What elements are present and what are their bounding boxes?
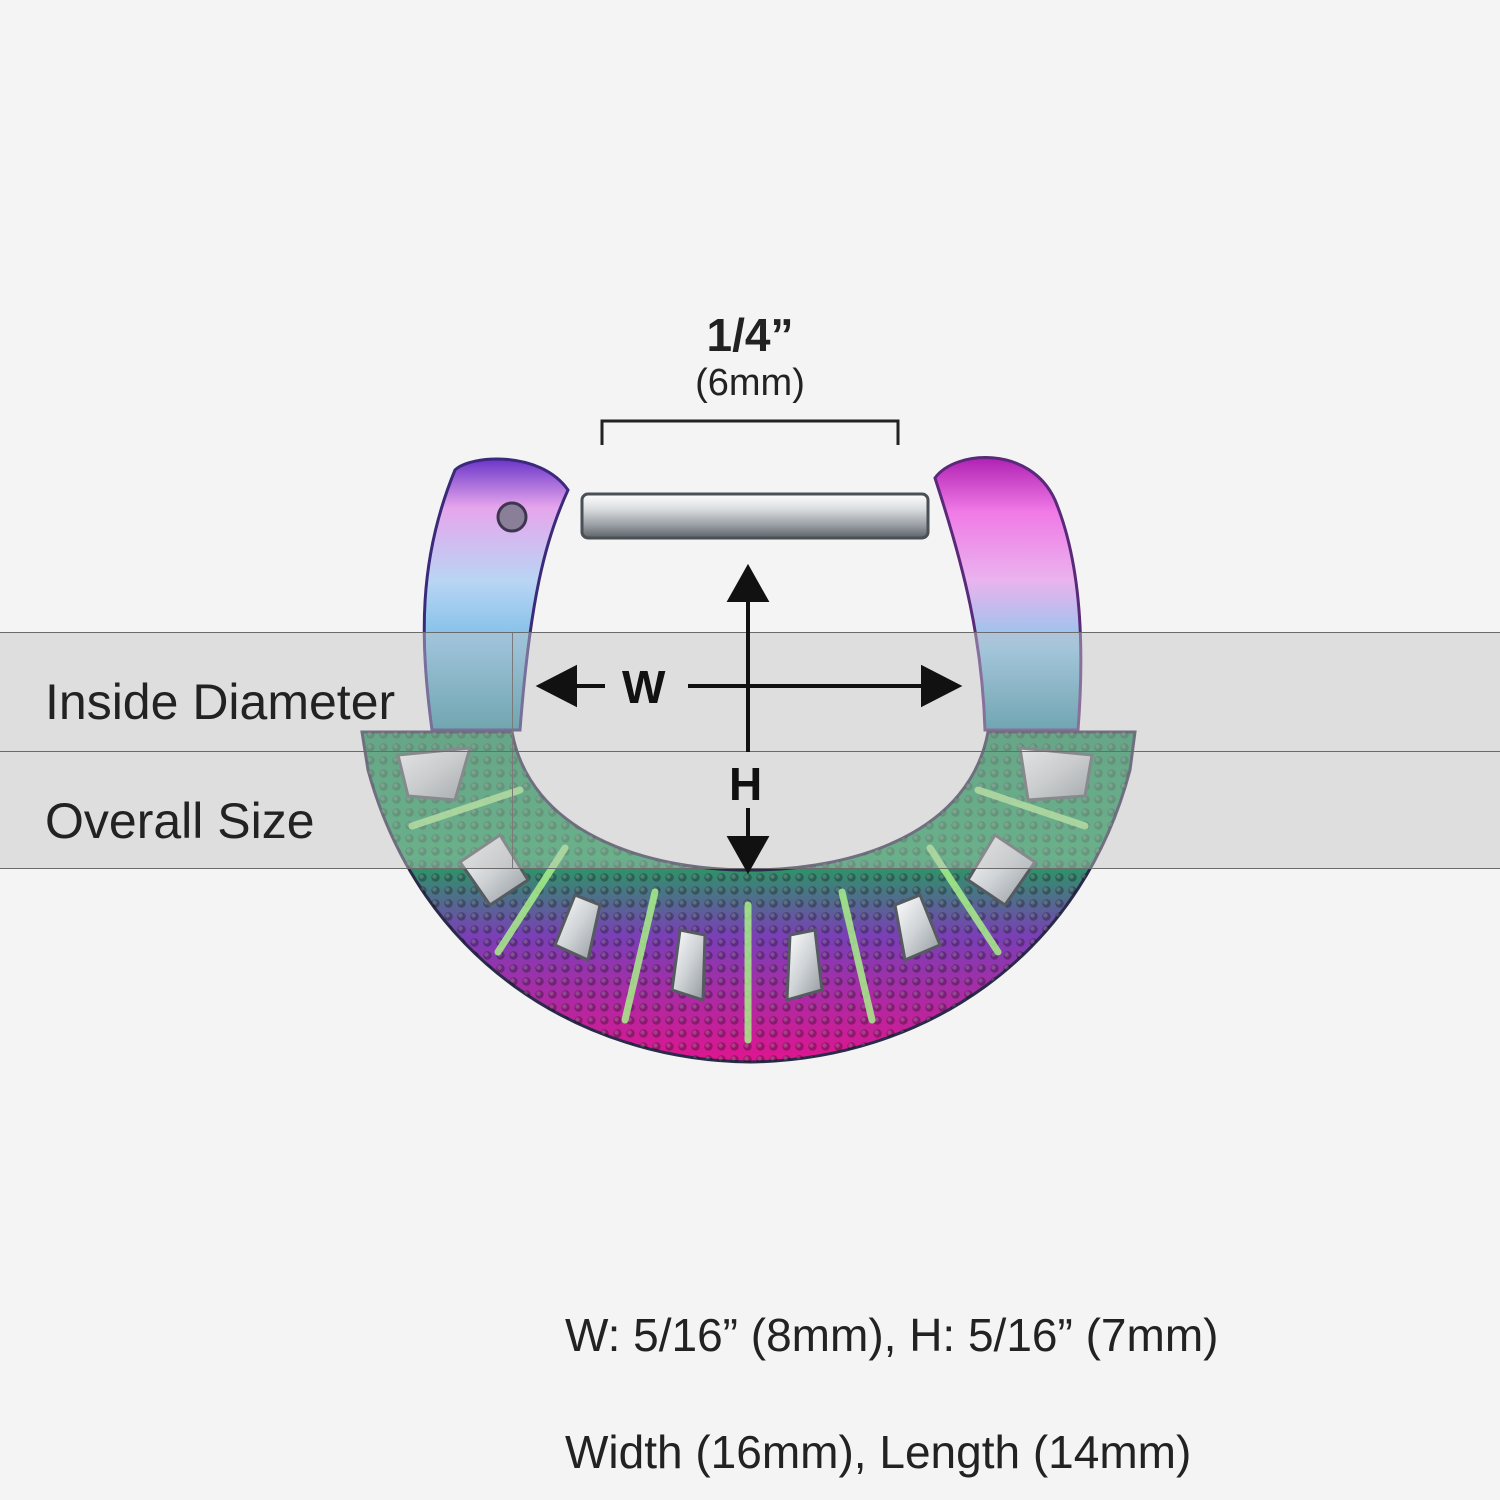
top-dimension-fraction: 1/4” — [706, 309, 794, 361]
fan-ridges — [408, 786, 1089, 1044]
gem — [893, 893, 942, 963]
top-dimension-bracket — [600, 419, 900, 445]
height-axis-label: H — [729, 758, 763, 810]
inside-diameter-spec: W: 5/16” (8mm), H: 5/16” (7mm) — [565, 1309, 1219, 1361]
left-arm — [422, 457, 570, 732]
inside-diameter-label: Inside Diameter — [45, 674, 396, 730]
gem — [785, 928, 824, 1003]
clicker-bar — [580, 492, 930, 540]
top-dimension-metric: (6mm) — [695, 362, 805, 404]
overall-size-spec: Width (16mm), Length (14mm) — [565, 1426, 1192, 1478]
crystal-gems — [396, 746, 1094, 1003]
overall-size-label: Overall Size — [45, 793, 315, 849]
width-axis-label: W — [622, 661, 666, 713]
gem — [1018, 746, 1094, 802]
inside-diameter-band: Inside Diameter — [0, 632, 1500, 752]
gem — [553, 893, 602, 963]
gem — [396, 746, 473, 802]
gem — [457, 832, 531, 908]
gem — [670, 928, 707, 1003]
gem — [965, 832, 1038, 908]
top-dimension-label: 1/4” (6mm) — [600, 308, 900, 405]
hinge-pin — [496, 501, 528, 533]
right-arm — [933, 456, 1083, 732]
